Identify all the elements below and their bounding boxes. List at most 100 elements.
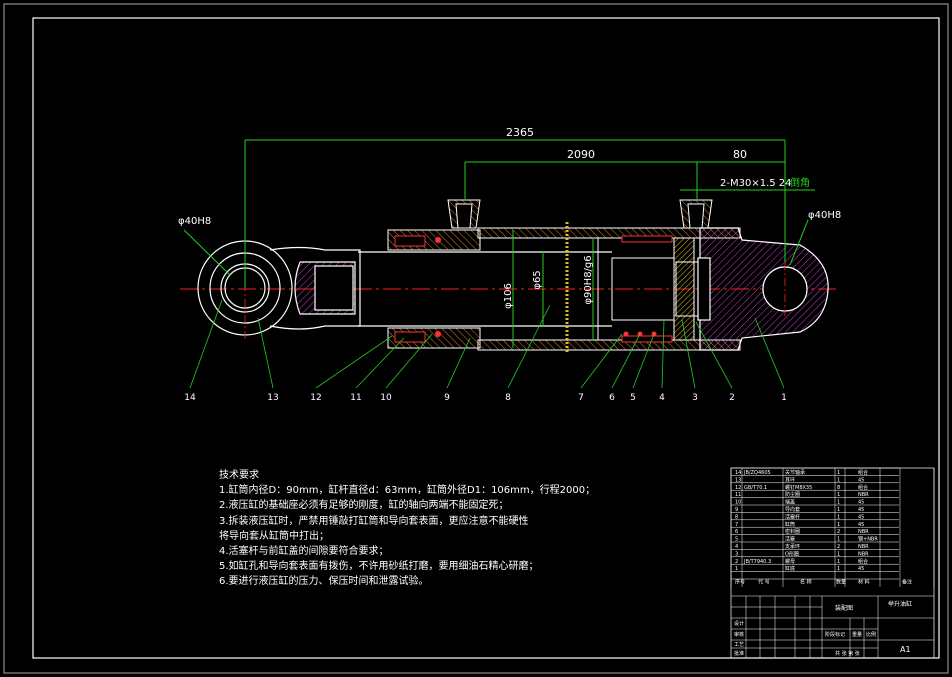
parts-cell: 4 [735, 544, 738, 550]
callout-number: 9 [444, 393, 450, 403]
callout-leader [446, 337, 471, 389]
parts-cell: 关节轴承 [785, 469, 805, 476]
dimensions [183, 139, 815, 348]
dim-bore-fit: φ90H8/g6 [583, 255, 594, 304]
parts-cell: 组合 [858, 558, 868, 565]
parts-cell: 8 [837, 485, 840, 491]
callout-number: 8 [505, 393, 511, 403]
parts-cell: 耳环 [785, 477, 795, 483]
notes-line: 2.液压缸的基础座必须有足够的刚度，缸的轴向两端不能固定死； [219, 500, 509, 512]
parts-cell: 1 [735, 566, 738, 572]
parts-cell: 活塞 [785, 536, 795, 543]
title-block-label: 设计 [734, 620, 744, 627]
parts-cell: 6 [735, 529, 738, 535]
dim-rod-inner: φ65 [532, 270, 543, 289]
parts-cell: 1 [837, 522, 840, 528]
notes-line: 1.缸筒内径D：90mm，缸杆直径d：63mm，缸筒外径D1：106mm，行程2… [219, 485, 596, 497]
parts-cell: O形圈 [785, 550, 799, 557]
parts-cell: 1 [837, 492, 840, 498]
parts-cell: 5 [735, 537, 738, 543]
callout-leader [695, 321, 733, 389]
parts-cell: NBR [858, 529, 869, 535]
title-block-label: 批准 [734, 650, 744, 657]
parts-cell: 2 [837, 544, 840, 550]
dim-pin-left: φ40H8 [178, 216, 211, 227]
parts-header-cell: 备注 [902, 579, 912, 586]
parts-cell: 1 [837, 500, 840, 506]
parts-cell: 导向套 [785, 506, 800, 513]
parts-cell: 45 [858, 500, 864, 506]
parts-cell: 密封圈 [785, 528, 800, 535]
callout-number: 7 [578, 393, 584, 403]
callout-number: 6 [609, 393, 615, 403]
callout-number: 10 [380, 393, 392, 403]
parts-cell: 支承环 [785, 543, 800, 550]
callout-leader [754, 317, 785, 389]
parts-cell: 1 [837, 470, 840, 476]
callout-leader [355, 337, 405, 389]
parts-cell: 12 [735, 485, 741, 491]
parts-cell: NBR [858, 551, 869, 557]
parts-cell: 9 [735, 507, 738, 513]
callout-leader [661, 319, 665, 389]
notes-line: 6.要进行液压缸的压力、保压时间和泄露试验。 [219, 576, 429, 588]
parts-cell: 1 [837, 566, 840, 572]
callout-leader [580, 333, 623, 389]
notes-line: 将导向套从缸筒中打出； [219, 530, 329, 542]
dim-thread-note: 2-M30×1.5 24 [720, 178, 792, 189]
parts-cell: 缸底 [785, 565, 795, 572]
callout-number: 4 [659, 393, 665, 403]
parts-cell: 组合 [858, 469, 868, 476]
dim-overall-length: 2365 [506, 126, 534, 139]
parts-cell: 45 [858, 507, 864, 513]
dim-stroke-length: 2090 [567, 148, 595, 161]
parts-cell: NBR [858, 492, 869, 498]
parts-cell: 7 [735, 522, 738, 528]
parts-cell: 13 [735, 477, 741, 483]
callout-leader [257, 317, 274, 389]
callout-number: 5 [630, 393, 636, 403]
parts-cell: 钢+NBR [858, 536, 878, 543]
cylinder-bottom [697, 227, 829, 351]
notes-line: 4.活塞杆与前缸盖的间隙要符合要求； [219, 546, 389, 558]
parts-cell: 3 [735, 551, 738, 557]
title-block-label: 阶段标记 [825, 631, 845, 638]
parts-header-cell: 数量 [836, 579, 846, 586]
callout-number: 11 [350, 393, 361, 403]
parts-cell: NBR [858, 544, 869, 550]
callout-leader [681, 319, 696, 389]
parts-cell: 螺母 [785, 558, 795, 565]
oil-port-rear [679, 199, 713, 229]
title-block-label: 比例 [866, 631, 876, 638]
parts-cell: 45 [858, 566, 864, 572]
parts-cell: 11 [735, 492, 741, 498]
title-block-label: 装配图 [835, 604, 853, 612]
outer-frame [3, 3, 949, 674]
callout-leader [611, 333, 641, 389]
technical-notes: 技术要求 1.缸筒内径D：90mm，缸杆直径d：63mm，缸筒外径D1：106m… [219, 468, 639, 590]
parts-cell: JB/T7940.3 [743, 559, 771, 565]
dim-thread-note-suffix: 倒角 [790, 177, 810, 189]
callout-leader [385, 333, 433, 389]
oil-port-front [447, 199, 481, 229]
callout-number: 3 [692, 393, 698, 403]
dim-port-offset: 80 [733, 148, 747, 161]
callout-number: 1 [781, 393, 787, 403]
parts-cell: 8 [735, 514, 738, 520]
parts-cell: 1 [837, 559, 840, 565]
parts-header-cell: 序号 [735, 579, 745, 586]
parts-cell: 1 [837, 551, 840, 557]
parts-cell: 2 [735, 559, 738, 565]
callout-number: 14 [184, 393, 196, 403]
parts-cell: 防尘圈 [785, 491, 800, 498]
title-block-label: 举升油缸 [888, 600, 912, 608]
dim-rod-dia: φ106 [503, 283, 514, 309]
parts-cell: JB/ZQ4605 [743, 470, 771, 476]
parts-cell: 螺钉M8X35 [785, 484, 812, 491]
parts-cell: 14 [735, 470, 741, 476]
callout-number: 12 [310, 393, 321, 403]
parts-cell: GB/T70.1 [744, 485, 767, 491]
parts-cell: 缸筒 [785, 521, 795, 528]
title-block-label: 重量 [852, 631, 862, 638]
